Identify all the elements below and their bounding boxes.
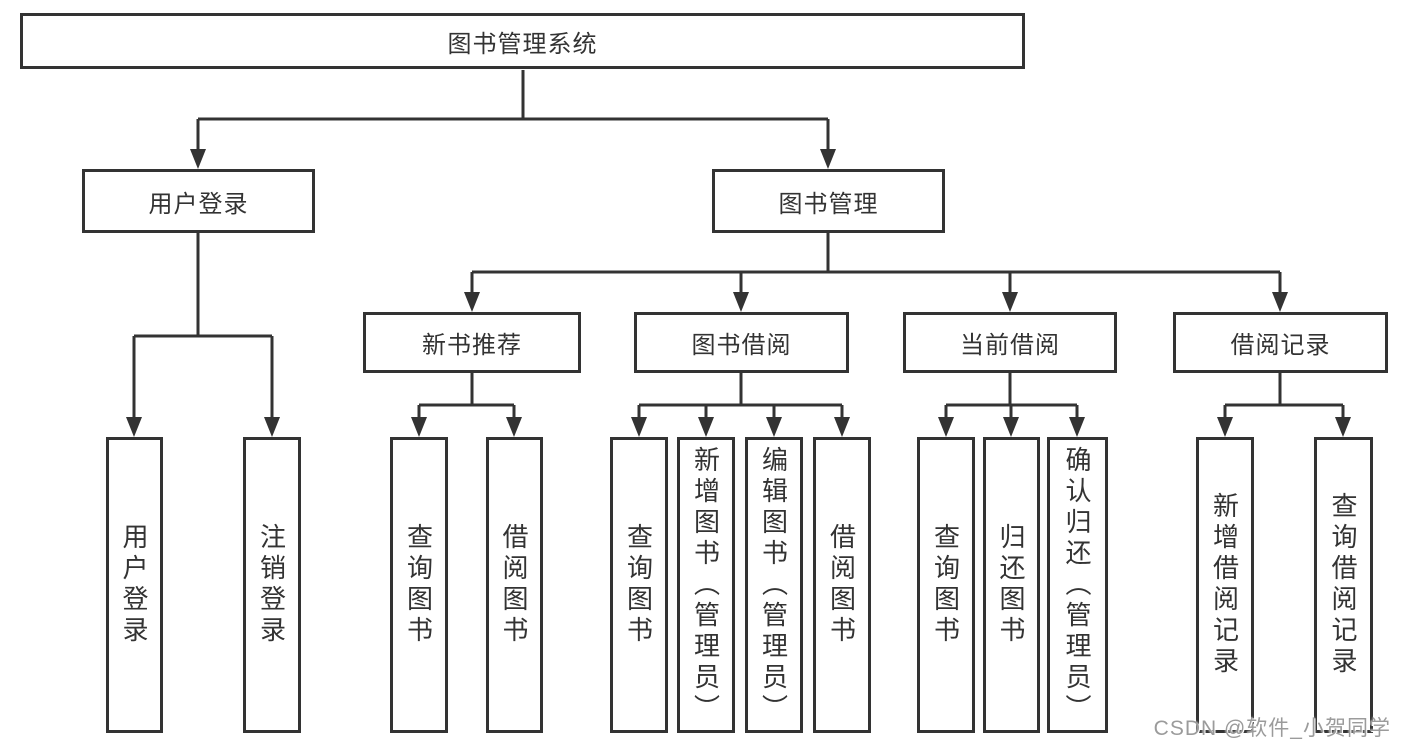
leaf-borrow-books-label: 借阅图书 xyxy=(826,523,857,647)
leaf-add-books-admin-label: 新增图书（管理员） xyxy=(690,445,721,725)
node-new-book-recommend: 新书推荐 xyxy=(363,312,581,373)
leaf-user-login-label: 用户登录 xyxy=(119,523,149,647)
leaf-query-books-current-label: 查询图书 xyxy=(930,523,961,647)
leaf-borrow-books-recommend-label: 借阅图书 xyxy=(499,523,529,647)
node-root-label: 图书管理系统 xyxy=(447,30,598,58)
node-current-borrow: 当前借阅 xyxy=(903,312,1117,373)
leaf-borrow-books-recommend: 借阅图书 xyxy=(486,437,543,733)
node-user-login: 用户登录 xyxy=(82,169,315,233)
node-borrow-records-label: 借阅记录 xyxy=(1230,332,1331,359)
node-current-borrow-label: 当前借阅 xyxy=(960,332,1060,359)
leaf-return-books-label: 归还图书 xyxy=(996,523,1026,647)
leaf-add-borrow-record-label: 新增借阅记录 xyxy=(1209,492,1240,678)
leaf-query-books-borrow: 查询图书 xyxy=(610,437,668,733)
node-borrow-records: 借阅记录 xyxy=(1173,312,1388,373)
leaf-logout: 注销登录 xyxy=(243,437,301,733)
node-book-management-label: 图书管理 xyxy=(778,190,879,218)
leaf-borrow-books: 借阅图书 xyxy=(813,437,871,733)
leaf-add-borrow-record: 新增借阅记录 xyxy=(1196,437,1254,733)
leaf-query-books-recommend-label: 查询图书 xyxy=(403,523,434,647)
leaf-user-login: 用户登录 xyxy=(106,437,163,733)
node-book-borrow: 图书借阅 xyxy=(634,312,849,373)
leaf-query-borrow-record-label: 查询借阅记录 xyxy=(1328,492,1358,678)
leaf-query-books-current: 查询图书 xyxy=(917,437,975,733)
leaf-query-borrow-record: 查询借阅记录 xyxy=(1314,437,1373,733)
leaf-add-books-admin: 新增图书（管理员） xyxy=(677,437,735,733)
node-new-book-recommend-label: 新书推荐 xyxy=(422,332,522,359)
leaf-confirm-return-admin: 确认归还（管理员） xyxy=(1047,437,1108,733)
arrowheads xyxy=(126,149,1351,437)
watermark: CSDN @软件_小贺同学 xyxy=(1153,717,1391,740)
node-user-login-label: 用户登录 xyxy=(148,190,249,218)
node-book-management: 图书管理 xyxy=(712,169,945,233)
leaf-confirm-return-admin-label: 确认归还（管理员） xyxy=(1062,445,1092,725)
leaf-query-books-borrow-label: 查询图书 xyxy=(623,523,654,647)
leaf-query-books-recommend: 查询图书 xyxy=(390,437,448,733)
connector-paths xyxy=(132,70,1345,420)
node-book-borrow-label: 图书借阅 xyxy=(691,332,792,359)
leaf-logout-label: 注销登录 xyxy=(256,523,287,647)
node-root: 图书管理系统 xyxy=(20,13,1025,69)
leaf-return-books: 归还图书 xyxy=(983,437,1040,733)
leaf-edit-books-admin-label: 编辑图书（管理员） xyxy=(758,445,789,725)
leaf-edit-books-admin: 编辑图书（管理员） xyxy=(745,437,803,733)
